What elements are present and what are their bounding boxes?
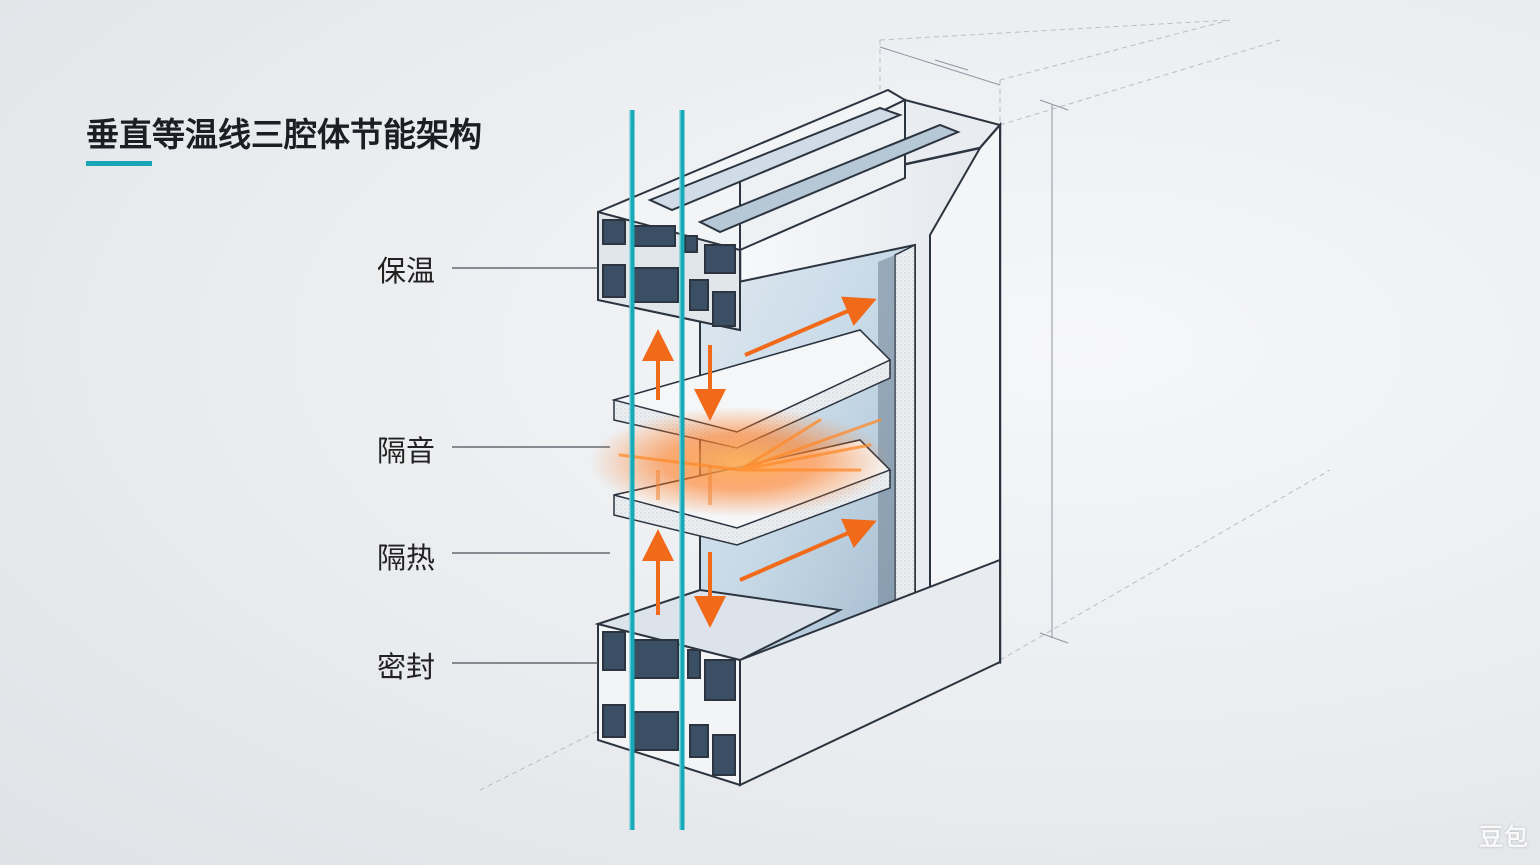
callout-leader-lines (452, 267, 610, 664)
heat-glow (590, 407, 890, 517)
dimension-lines (879, 46, 1069, 644)
title-underline (86, 161, 152, 166)
page-title: 垂直等温线三腔体节能架构 (86, 115, 482, 154)
callout-label-heat-insulation: 隔热 (377, 541, 436, 575)
dimension-guides (479, 19, 1331, 791)
vertical-isotherm-lines (629, 110, 685, 830)
bottom-profile-chambers (602, 631, 736, 776)
top-profile-chambers (602, 219, 736, 327)
heat-flow-arrows-faint (656, 465, 712, 505)
callout-label-soundproof: 隔音 (377, 434, 436, 468)
glass-seal-strip (894, 243, 916, 609)
callout-label-insulation: 保温 (377, 254, 436, 288)
callout-label-seal: 密封 (377, 650, 436, 684)
heat-flow-arrows (642, 296, 877, 628)
watermark-logo: 豆包 (1479, 823, 1529, 851)
